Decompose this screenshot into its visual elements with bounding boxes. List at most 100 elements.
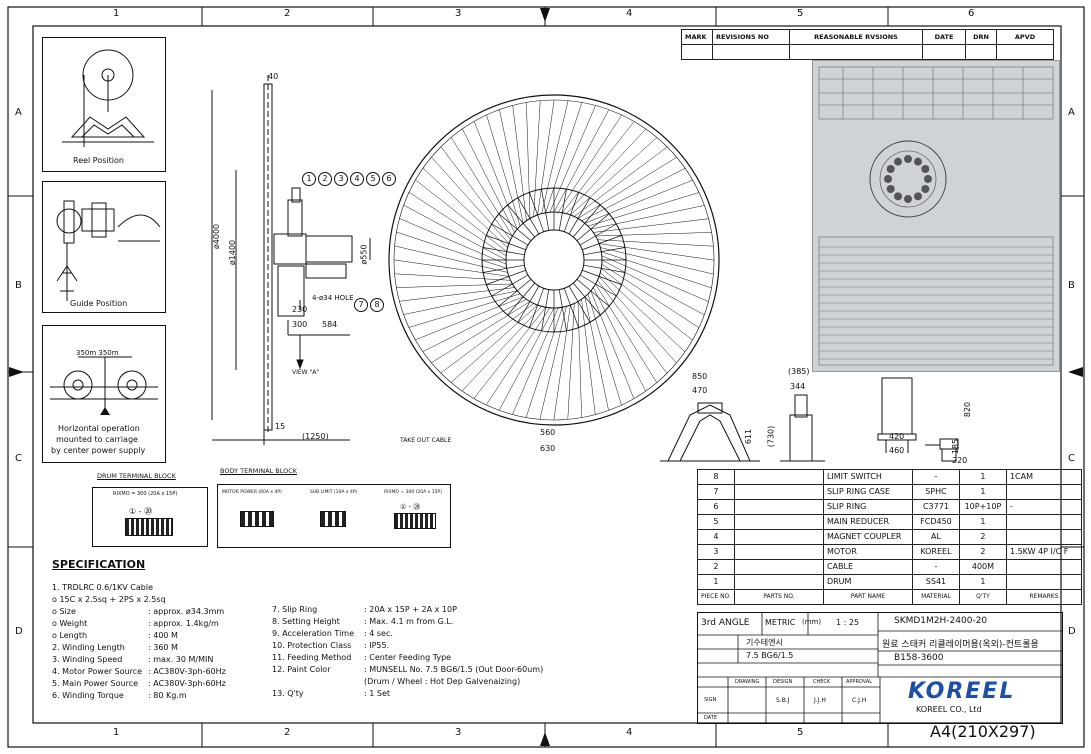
parts-cell: SLIP RING [822, 499, 913, 515]
spec-right-row: 13. Q'ty : 1 Set [272, 688, 572, 700]
sign-design: DESIGN [773, 679, 793, 685]
parts-cell: 2 [958, 544, 1007, 560]
spec-right-value: : 20A x 15P + 2A x 10P [364, 605, 457, 614]
take-out-cable-label: TAKE OUT CABLE [400, 437, 452, 444]
body-terminal-sub-rixmo: RIXMO = 300 (20A x 15P) [384, 490, 442, 495]
spec-right-label: 7. Slip Ring [272, 605, 318, 614]
spec-right-label [272, 676, 364, 688]
spec-right-row: 9. Acceleration Time: 4 sec. [272, 628, 572, 640]
dim-15: 15 [275, 422, 286, 431]
dim-460: 460 [889, 446, 905, 455]
parts-cell: 1 [958, 514, 1007, 530]
body-terminal-sub-motor: MOTOR POWER (60A x 4P) [222, 490, 282, 495]
spec-left-list: 1. TRDLRC 0.6/1KV Cable o 15C x 2.5sq + … [52, 582, 262, 702]
reel-position-view [42, 37, 166, 172]
dim-40: 40 [268, 72, 279, 81]
horizontal-note-1: Horizontal operation [58, 424, 140, 433]
drum-front-view [388, 94, 720, 426]
parts-cell: SPHC [911, 484, 960, 500]
parts-cell: 6 [697, 499, 735, 515]
parts-cell: KOREEL [911, 544, 960, 560]
rev-header-apvd: APVD [996, 29, 1054, 45]
parts-cell: 3 [697, 544, 735, 560]
parts-cell: 1.5KW 4P I/C F [1005, 544, 1082, 560]
spec-left-label: o Size [52, 607, 76, 616]
dim-185: 185 [951, 438, 961, 455]
projection: 3rd ANGLE [701, 618, 750, 628]
spec-left-value: : approx. ø34.3mm [148, 607, 225, 616]
parts-header: MATERIAL [911, 589, 960, 605]
spec-left-row: 1. TRDLRC 0.6/1KV Cable [52, 582, 262, 594]
spec-left-label: 1. TRDLRC 0.6/1KV Cable [52, 583, 154, 592]
parts-cell: MAGNET COUPLER [822, 529, 913, 545]
parts-header: PART NAME [822, 589, 913, 605]
zone-row-a: A [15, 107, 22, 118]
zone-row-d-right: D [1068, 626, 1076, 637]
spec-left-label: 6. Winding Torque [52, 691, 124, 700]
zone-col-3: 3 [455, 8, 462, 19]
parts-cell: LIMIT SWITCH [822, 469, 913, 485]
base-views [660, 377, 959, 462]
parts-cell: 400M [958, 559, 1007, 575]
spec-right-row: 12. Paint Color: MUNSELL No. 7.5 BG6/1.5… [272, 664, 572, 676]
scale: 1 : 25 [836, 618, 860, 627]
parts-cell [1005, 529, 1082, 545]
parts-cell: SLIP RING CASE [822, 484, 913, 500]
parts-cell: - [911, 469, 960, 485]
sign-label: SIGN [704, 697, 717, 703]
zone-row-c: C [15, 453, 22, 464]
spec-left-label: 2. Winding Length [52, 643, 125, 652]
spec-left-row: 6. Winding Torque : 80 Kg.m [52, 690, 262, 702]
spec-left-value: : 80 Kg.m [148, 691, 187, 700]
zone-col-3-bottom: 3 [455, 727, 462, 738]
spec-left-row: 2. Winding Length: 360 M [52, 642, 262, 654]
spec-right-label: 13. Q'ty [272, 689, 304, 698]
parts-cell [1005, 559, 1082, 575]
parts-cell [733, 529, 824, 545]
guide-position-view [42, 181, 166, 313]
spec-right-value: : 1 Set [364, 689, 391, 698]
title-block: 3rd ANGLE METRIC (mm) 1 : 25 기수테엔시 7.5 B… [697, 612, 1063, 724]
parts-cell [733, 574, 824, 590]
parts-cell: C3771 [911, 499, 960, 515]
model: SKMD1M2H-2400-20 [894, 616, 988, 626]
zone-row-c-right: C [1068, 453, 1075, 464]
parts-cell: CABLE [822, 559, 913, 575]
rev-header-mark: MARK [681, 29, 713, 45]
sign-drawing: DRAWING [735, 679, 760, 685]
parts-cell [733, 469, 824, 485]
dim-550: ø550 [359, 244, 369, 265]
view-a-label: VIEW "A" [292, 369, 320, 376]
balloon-7: 7 [354, 298, 368, 312]
spec-right-value: : IP55. [364, 641, 390, 650]
rixmo-terminal-strip [394, 513, 436, 529]
company-logo: KOREEL [908, 679, 1016, 704]
parts-cell: 5 [697, 514, 735, 530]
dim-4000: ø4000 [212, 223, 222, 250]
side-view-drawing [211, 75, 371, 445]
spec-right-label: 11. Feeding Method [272, 653, 352, 662]
spec-left-label: o Length [52, 631, 88, 640]
rev-header-no: REVISIONS NO [712, 29, 790, 45]
dim-1250: (1250) [302, 432, 329, 441]
zone-row-b: B [15, 280, 22, 291]
dim-820: 820 [963, 401, 973, 418]
parts-header: PIECE NO. [697, 589, 735, 605]
dim-220: 220 [952, 456, 968, 465]
date-label: DATE [704, 715, 718, 721]
spec-right-label: 12. Paint Color [272, 665, 331, 674]
parts-cell: SS41 [911, 574, 960, 590]
dim-230: 230 [292, 305, 308, 314]
parts-cell: 1 [958, 574, 1007, 590]
parts-cell: - [911, 559, 960, 575]
parts-cell: 2 [958, 529, 1007, 545]
dim-850: 850 [692, 372, 708, 381]
parts-cell: FCD450 [911, 514, 960, 530]
zone-col-1-bottom: 1 [113, 727, 120, 738]
zone-col-5: 5 [797, 8, 804, 19]
